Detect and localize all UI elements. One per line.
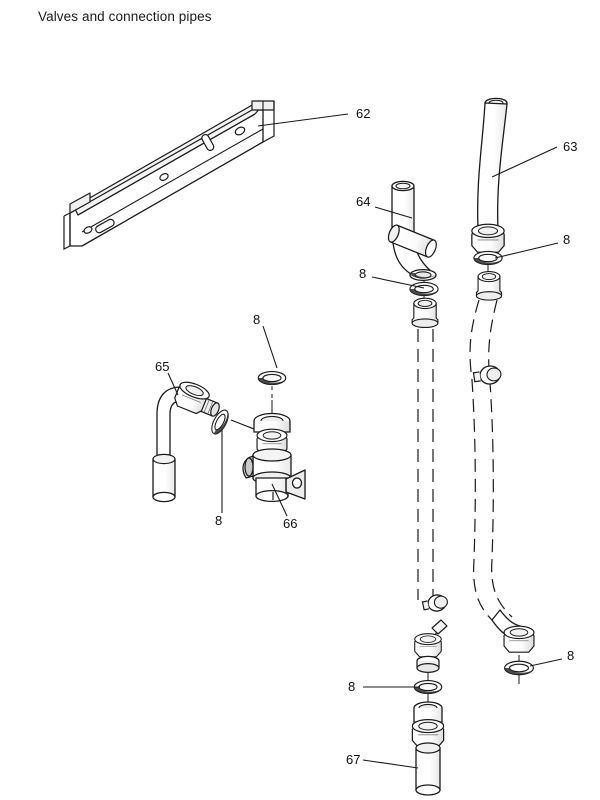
left-long-pipe-broken [417, 329, 434, 600]
lower-left-fittings [414, 594, 448, 681]
leader-line-67 [362, 759, 419, 769]
leader-line-66 [271, 483, 288, 517]
leader-line-8-valve-top [262, 325, 278, 369]
callout-64: 64 [356, 194, 370, 209]
part-65-elbow-pipe: 65 [152, 359, 220, 503]
fitting-socket-left-upper [411, 297, 439, 329]
leader-line-8-bottom-right [529, 658, 563, 667]
leader-line-62 [257, 113, 349, 127]
callout-66: 66 [283, 516, 297, 531]
callout-8-mid-left: 8 [359, 266, 366, 281]
leader-line-64 [374, 206, 413, 219]
part-63-long-curved-connection-pipe: 8 63 [469, 97, 577, 653]
page-title: Valves and connection pipes [38, 9, 212, 24]
part-8-sealing-washer-bottom-left: 8 [348, 679, 443, 703]
callout-8-bottom-right: 8 [567, 648, 574, 663]
part-8-sealing-washer-valve-top: 8 [253, 312, 287, 418]
callout-67: 67 [346, 752, 360, 767]
callout-8-right-top: 8 [563, 232, 570, 247]
part-62-mounting-bracket-rail: 62 [63, 100, 370, 250]
part-64-bent-connection-pipe: 64 [356, 180, 437, 282]
part-8-sealing-washer-bottom-right: 8 [504, 648, 574, 684]
part-67-outlet-pipe: 67 [346, 701, 445, 796]
callout-8-valve-left: 8 [215, 513, 222, 528]
leader-line-8-mid-left [371, 276, 425, 289]
callout-63: 63 [563, 139, 577, 154]
callout-8-valve-top: 8 [253, 312, 260, 327]
part-66-stop-valve: 66 [242, 412, 306, 531]
leader-line-65 [167, 372, 179, 396]
callout-8-bottom-left: 8 [348, 679, 355, 694]
callout-62: 62 [356, 106, 370, 121]
leader-line-63 [491, 146, 558, 178]
leader-line-8-right-top [494, 242, 559, 259]
callout-65: 65 [155, 359, 169, 374]
